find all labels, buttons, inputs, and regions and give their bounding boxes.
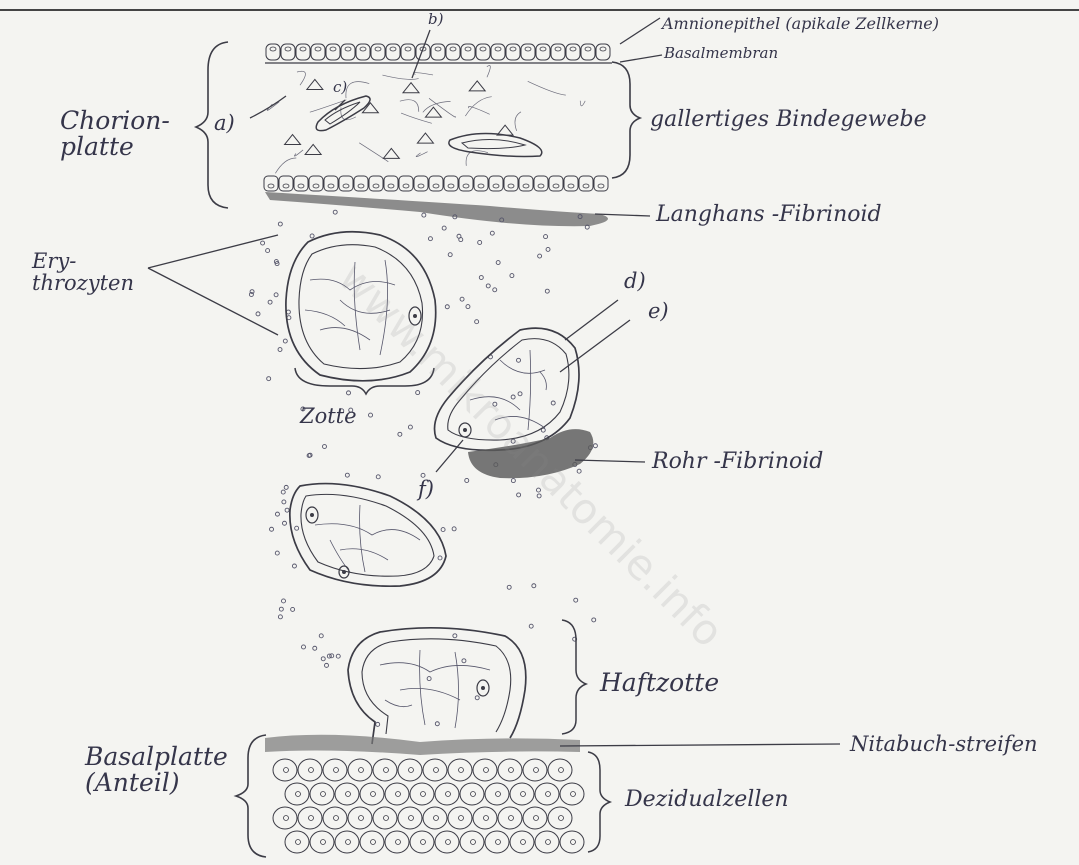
label-e: e) [648,300,669,322]
connective-tissue-fibers [267,65,585,173]
label-c: c) [333,80,347,96]
label-chorionplatte: Chorion- platte [60,108,170,161]
label-rohr-fibrinoid: Rohr -Fibrinoid [652,450,823,473]
label-basalplatte: Basalplatte (Anteil) [85,744,228,797]
label-d: d) [624,270,646,292]
label-erythrozyten: Ery- throzyten [32,250,134,294]
label-zotte: Zotte [300,405,357,427]
label-gallertiges-bindegewebe: gallertiges Bindegewebe [650,108,927,131]
chorion-epithelium [264,176,608,191]
label-dezidualzellen: Dezidualzellen [625,788,789,811]
label-b: b) [428,12,443,28]
label-haftzotte: Haftzotte [600,670,719,696]
amnion-epithelium [266,44,610,60]
label-langhans-fibrinoid: Langhans -Fibrinoid [656,203,882,226]
langhans-fibrinoid [265,192,608,226]
haftzotte [348,628,526,744]
nitabuch-streifen [265,735,580,755]
label-nitabuch-streifen: Nitabuch-streifen [850,733,1038,755]
decidual-cells [273,759,584,853]
dezidua-brace [588,752,610,852]
label-a: a) [214,112,235,134]
chorion-vessel [449,133,542,156]
label-amnionepithel: Amnionepithel (apikale Zellkerne) [662,16,939,33]
label-basalmembran: Basalmembran [664,46,778,62]
label-f: f) [418,478,434,500]
bindegewebe-brace [612,62,640,178]
basalplatte-brace [236,735,266,857]
